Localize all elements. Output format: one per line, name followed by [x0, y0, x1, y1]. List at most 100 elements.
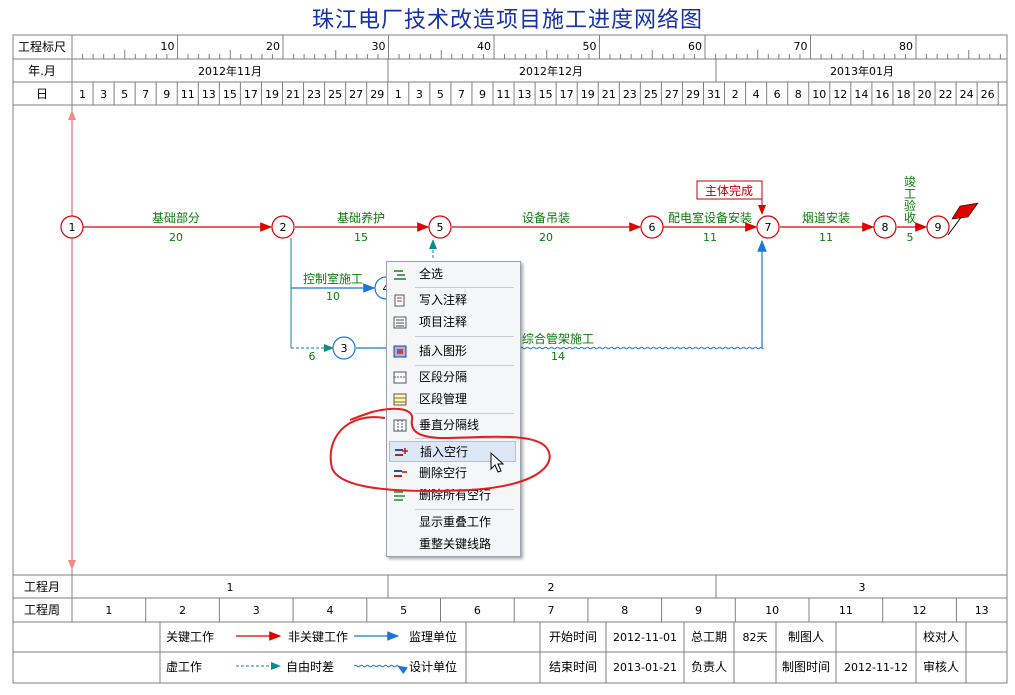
task-duration-8: 14: [551, 350, 565, 363]
day-cell: 24: [960, 88, 974, 101]
day-cell: 27: [665, 88, 679, 101]
context-menu[interactable]: 全选 写入注释 项目注释 插入图形 区段分隔 区段管理 垂直分隔线 插入空行 删…: [386, 261, 521, 557]
node-9[interactable]: 9: [926, 215, 950, 239]
menu-item-section-divide[interactable]: 区段分隔: [389, 367, 516, 388]
menu-item-insert-row[interactable]: 插入空行: [389, 441, 516, 462]
scale-tick-40: 40: [477, 40, 491, 53]
day-cell: 25: [328, 88, 342, 101]
project-month-3: 3: [859, 581, 866, 594]
section-manage-icon: [393, 393, 407, 406]
day-cell: 19: [265, 88, 279, 101]
day-cell: 12: [833, 88, 847, 101]
day-cell: 25: [644, 88, 658, 101]
node-label: 2: [280, 221, 287, 234]
menu-item-write-note[interactable]: 写入注释: [389, 290, 516, 311]
week-cell: 12: [913, 604, 927, 617]
node-label: 9: [935, 221, 942, 234]
day-cell: 21: [602, 88, 616, 101]
week-cell: 4: [326, 604, 333, 617]
checker-label: 校对人: [923, 629, 959, 644]
task-duration-5: 11: [819, 231, 833, 244]
start-arrow-bottom-icon: [68, 560, 76, 570]
task-name-8: 综合管架施工: [522, 331, 594, 346]
node-label: 1: [69, 221, 76, 234]
menu-item-select-all[interactable]: 全选: [389, 264, 516, 285]
start-arrow-top-icon: [68, 110, 76, 120]
finish-flag-icon: [951, 202, 979, 220]
day-cell: 2: [732, 88, 739, 101]
node-label: 6: [649, 221, 656, 234]
task-name-2: 基础养护: [337, 210, 385, 225]
task-name-5: 烟道安装: [802, 210, 850, 225]
legend-free-float: 自由时差: [286, 660, 334, 674]
section-divide-icon: [393, 371, 407, 384]
menu-item-project-note[interactable]: 项目注释: [389, 312, 516, 333]
reviewer-label: 审核人: [923, 659, 959, 674]
month-dec: 2012年12月: [519, 64, 583, 78]
row-label-month: 年.月: [28, 64, 56, 78]
day-cell: 3: [100, 88, 107, 101]
menu-item-vertical-divider[interactable]: 垂直分隔线: [389, 415, 516, 436]
project-month-1: 1: [227, 581, 234, 594]
node-5[interactable]: 5: [428, 215, 452, 239]
menu-item-insert-image[interactable]: 插入图形: [389, 341, 516, 362]
scale-tick-50: 50: [583, 40, 597, 53]
menu-item-show-overlap[interactable]: 显示重叠工作: [419, 515, 492, 529]
task-name-6: 竣工验收: [904, 174, 916, 225]
node-7[interactable]: 7: [756, 215, 780, 239]
day-cell: 13: [202, 88, 216, 101]
legend-virtual-work: 虚工作: [166, 660, 202, 674]
day-cell: 16: [875, 88, 889, 101]
select-all-icon: [394, 270, 406, 280]
menu-item-reorganize-critical[interactable]: 重整关键线路: [419, 537, 492, 551]
page-title: 珠江电厂技术改造项目施工进度网络图: [311, 8, 703, 33]
day-cell: 3: [416, 88, 423, 101]
week-cell: 3: [253, 604, 260, 617]
legend-designer: 设计单位: [409, 659, 457, 674]
node-8[interactable]: 8: [873, 215, 897, 239]
end-time-label: 结束时间: [549, 660, 597, 674]
node-6[interactable]: 6: [640, 215, 664, 239]
task-duration-1: 20: [169, 231, 183, 244]
legend-key-work: 关键工作: [166, 630, 214, 644]
menu-item-delete-row[interactable]: 删除空行: [389, 463, 516, 484]
node-3[interactable]: 3: [332, 336, 356, 360]
week-cell: 1: [105, 604, 112, 617]
legend-supervisor: 监理单位: [409, 629, 457, 644]
month-jan: 2013年01月: [830, 64, 894, 78]
menu-item-delete-all-rows[interactable]: 删除所有空行: [389, 485, 516, 506]
free-float-wave: [519, 346, 764, 350]
day-cell: 8: [795, 88, 802, 101]
day-cell: 1: [395, 88, 402, 101]
scale-tick-70: 70: [794, 40, 808, 53]
node-2[interactable]: 2: [271, 215, 295, 239]
day-cell: 5: [121, 88, 128, 101]
delete-all-rows-icon: [394, 491, 405, 501]
bottom-week-label: 工程周: [24, 602, 60, 617]
draw-time-value: 2012-11-12: [844, 661, 908, 674]
node-label: 3: [341, 342, 348, 355]
task-name-1: 基础部分: [152, 210, 200, 225]
owner-label: 负责人: [691, 660, 727, 674]
scale-tick-60: 60: [688, 40, 702, 53]
week-cell: 9: [695, 604, 702, 617]
day-cell: 29: [370, 88, 384, 101]
day-cell: 1: [79, 88, 86, 101]
node-label: 7: [765, 221, 772, 234]
week-cell: 10: [765, 604, 779, 617]
month-nov: 2012年11月: [198, 64, 262, 78]
day-cell: 31: [707, 88, 721, 101]
day-cell: 15: [539, 88, 553, 101]
legend-non-key-work: 非关键工作: [288, 630, 348, 644]
total-duration-label: 总工期: [691, 630, 727, 644]
scale-tick-10: 10: [161, 40, 175, 53]
task-name-4: 配电室设备安装: [668, 210, 752, 225]
week-cell: 5: [400, 604, 407, 617]
menu-item-section-manage[interactable]: 区段管理: [389, 389, 516, 410]
week-cell: 11: [839, 604, 853, 617]
end-time-value: 2013-01-21: [613, 661, 677, 674]
bottom-month-label: 工程月: [24, 579, 60, 594]
node-1[interactable]: 1: [60, 215, 84, 239]
project-note-icon: [393, 316, 407, 329]
